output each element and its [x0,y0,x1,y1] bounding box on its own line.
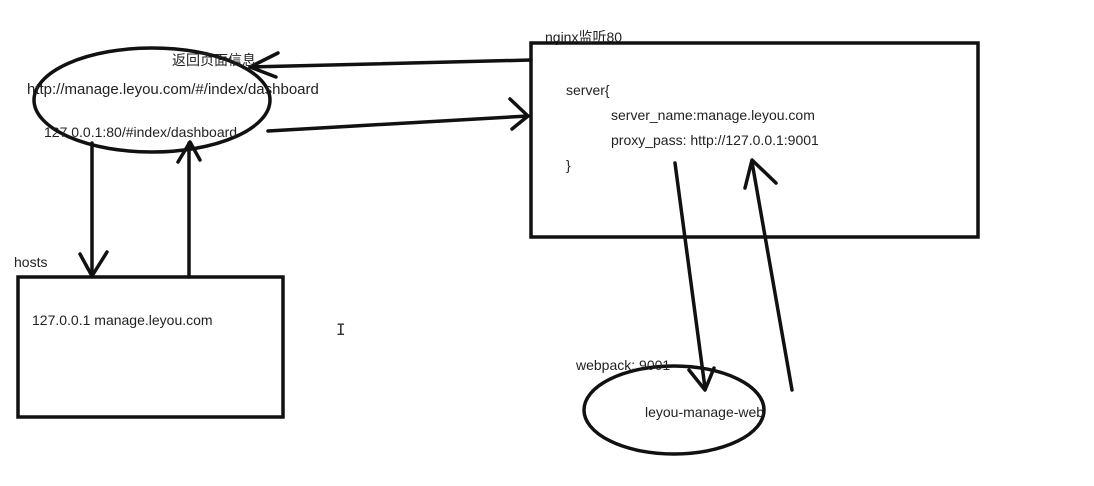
arrow-browser-to-hosts [78,141,109,278]
webpack-title: webpack: 9001 [576,357,671,373]
return-page-info-label: 返回页面信息 [172,52,256,68]
arrow-hosts-to-browser [176,140,202,279]
arrow-browser-to-nginx [266,97,530,133]
hosts-entry: 127.0.0.1 manage.leyou.com [32,312,213,328]
arrow-nginx-to-browser [248,51,533,79]
hosts-title: hosts [14,254,48,270]
browser-url-text: http://manage.leyou.com/#/index/dashboar… [27,81,319,98]
arrow-nginx-to-webpack [673,161,716,392]
nginx-box [529,41,980,239]
browser-resolved-text: 127.0.0.1:80/#index/dashboard [44,124,238,140]
browser-ellipse [32,46,272,154]
arrow-webpack-to-nginx [743,158,794,392]
text-cursor-icon: I [336,320,346,339]
webpack-app-ellipse [582,364,766,456]
nginx-title: nginx监听80 [545,29,623,45]
hosts-box [16,275,285,419]
nginx-server-open: server{ [566,82,610,98]
nginx-proxy-pass: proxy_pass: http://127.0.0.1:9001 [611,132,819,148]
nginx-server-name: server_name:manage.leyou.com [611,107,815,123]
webpack-app-name: leyou-manage-web [645,404,765,420]
nginx-server-close: } [566,157,571,173]
